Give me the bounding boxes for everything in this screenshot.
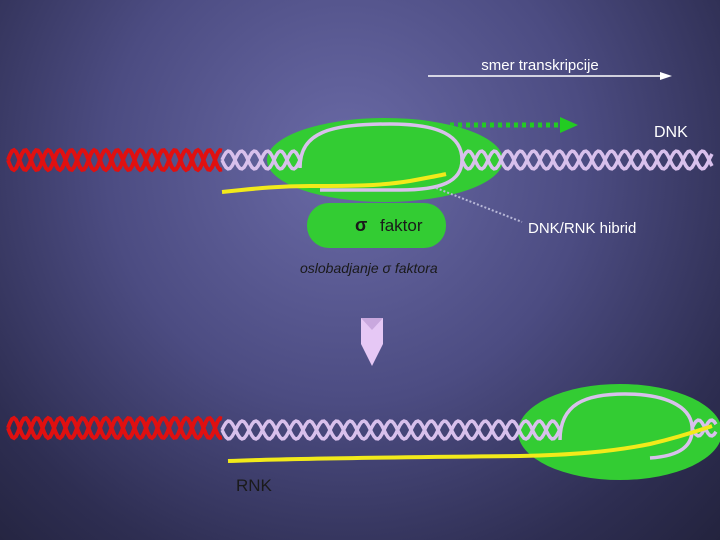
down-arrow-icon bbox=[361, 318, 383, 366]
dna-label: DNK bbox=[654, 124, 688, 141]
rna-label: RNK bbox=[236, 476, 273, 495]
down-arrow-notch bbox=[361, 318, 383, 330]
release-label: oslobadjanje σ faktora bbox=[300, 260, 438, 276]
release-sigma: σ bbox=[383, 260, 392, 276]
sigma-factor-label: faktor bbox=[380, 216, 423, 235]
release-prefix: oslobadjanje bbox=[300, 260, 383, 276]
transcription-bubble-strand bbox=[298, 122, 464, 192]
downstream-dna-bottom-right-b bbox=[690, 418, 718, 438]
right-arrow-icon bbox=[660, 72, 672, 80]
transcription-bubble-strand-bottom bbox=[558, 392, 694, 460]
upstream-dna-bottom bbox=[6, 415, 223, 441]
upstream-dna-top bbox=[6, 147, 223, 173]
release-suffix: faktora bbox=[391, 260, 438, 276]
sigma-symbol: σ bbox=[355, 215, 367, 235]
hybrid-pointer-line bbox=[435, 187, 523, 223]
rna-strand-top bbox=[221, 172, 447, 194]
green-arrowhead-icon bbox=[560, 117, 578, 133]
sigma-factor bbox=[307, 203, 446, 248]
downstream-dna-top-right-b bbox=[460, 149, 714, 171]
rna-polymerase-top bbox=[267, 118, 503, 202]
hybrid-label: DNK/RNK hibrid bbox=[528, 220, 636, 237]
direction-label: smer transkripcije bbox=[481, 57, 599, 74]
rna-strand-bottom bbox=[227, 424, 713, 463]
downstream-dna-top bbox=[220, 149, 714, 171]
